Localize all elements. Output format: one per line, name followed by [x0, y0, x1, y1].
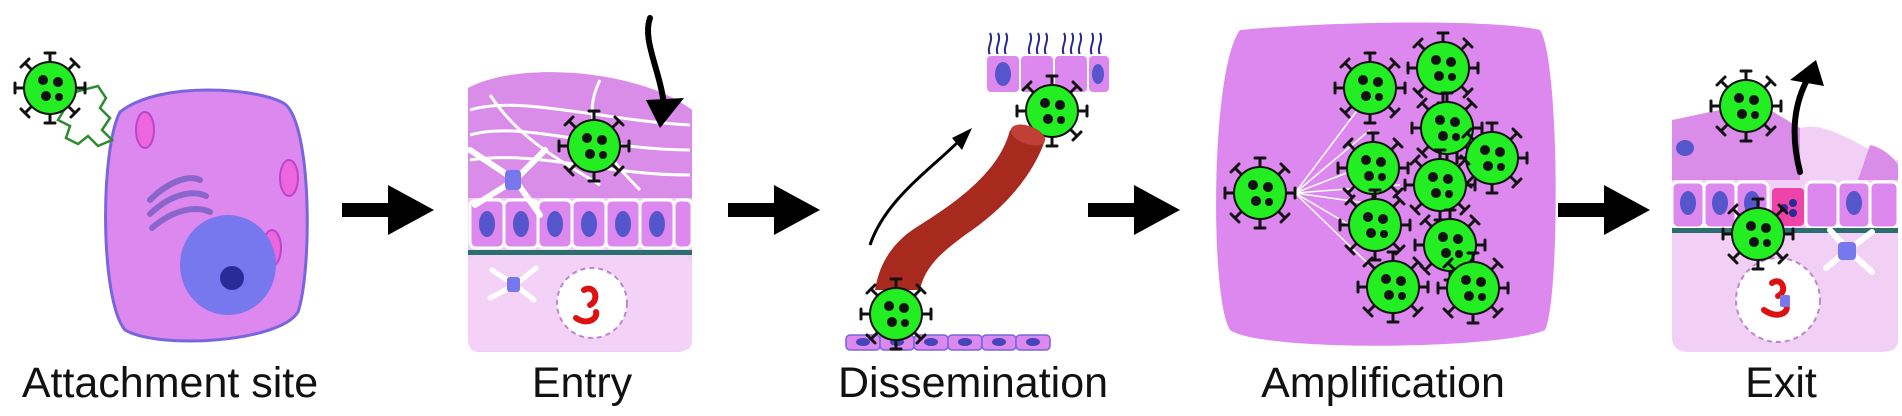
outer-tissue [1672, 106, 1800, 180]
blood-vessel [875, 130, 1045, 290]
immune-cell [487, 265, 539, 303]
red-blood-cell [1769, 278, 1787, 299]
nucleus [180, 215, 276, 315]
arrow-right-icon [342, 185, 434, 235]
virus-icon [1333, 51, 1407, 125]
immune-cell [1823, 227, 1875, 275]
cilia [987, 32, 1103, 56]
virus-icon [1223, 156, 1297, 230]
arrow-right-icon [1558, 185, 1650, 235]
blood-vessel-section [1735, 257, 1821, 343]
arrow-right-icon [728, 185, 820, 235]
basement-membrane [1672, 228, 1898, 233]
receptor [56, 84, 115, 148]
exit-panel [1670, 60, 1900, 353]
entry-arrow [645, 15, 684, 128]
infected-cell [1772, 188, 1804, 226]
virus-icon [1336, 131, 1410, 205]
virus-icon [1455, 121, 1529, 195]
virus-icon [1338, 188, 1412, 262]
stage-label-exit: Exit [1745, 359, 1817, 407]
virus-icon [1436, 251, 1510, 325]
red-blood-cell [573, 309, 600, 325]
attachment-panel [13, 51, 309, 343]
red-blood-cell [581, 285, 599, 308]
virus-icon [1721, 197, 1795, 271]
spread-arrow [868, 128, 972, 246]
stage-label-attachment: Attachment site [21, 359, 319, 407]
dendritic-cell [467, 147, 548, 218]
exit-arrow [1790, 60, 1824, 175]
virus-icon [1403, 148, 1477, 222]
virus-icon [1709, 69, 1783, 143]
virus-icon [859, 277, 933, 351]
arrow-right-icon [1088, 185, 1180, 235]
vesicle [279, 159, 299, 197]
endothelium [845, 334, 1051, 351]
stage-label-amplification: Amplification [1261, 359, 1505, 407]
virus-icon [13, 51, 87, 125]
stage-label-entry: Entry [531, 359, 633, 407]
virus-icon [557, 109, 631, 183]
dissemination-panel [845, 32, 1111, 351]
entry-panel [467, 15, 694, 352]
basement-membrane [468, 250, 692, 255]
amplification-panel [1216, 22, 1556, 346]
vesicle [135, 111, 155, 149]
virus-icon [1356, 250, 1430, 324]
stage-label-dissemination: Dissemination [837, 359, 1109, 407]
nucleolus [220, 266, 244, 290]
golgi-apparatus [147, 175, 213, 231]
fibers [469, 79, 691, 192]
